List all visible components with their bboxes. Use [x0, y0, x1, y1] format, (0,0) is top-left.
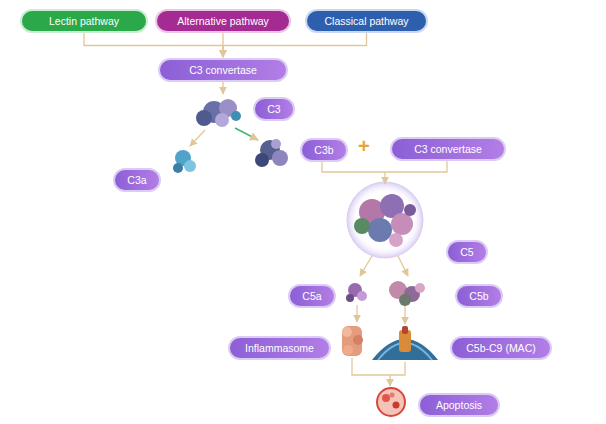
protein-pill: C3a	[113, 168, 161, 192]
complex-pill: C5b-C9 (MAC)	[450, 336, 552, 360]
outcome-pill: Inflammasome	[228, 336, 331, 360]
node-label: Alternative pathway	[169, 14, 277, 28]
node-label: C5b	[469, 289, 489, 303]
protein-pill: C5a	[288, 284, 336, 308]
node-label: C3 convertase	[172, 63, 274, 77]
node-label: Classical pathway	[319, 14, 414, 28]
pathway-pill: Lectin pathway	[20, 9, 148, 33]
enzyme-pill: C3 convertase	[390, 137, 506, 161]
node-label: C5	[460, 245, 474, 259]
node-label: C3 convertase	[404, 142, 492, 156]
protein-pill: C3	[253, 97, 295, 121]
flow-connector	[223, 33, 367, 57]
node-label: C5b-C9 (MAC)	[464, 341, 538, 355]
node-label: Lectin pathway	[34, 14, 134, 28]
flow-connector	[84, 33, 223, 57]
node-label: C3b	[314, 143, 334, 157]
plus-sign: +	[358, 136, 370, 156]
pathway-pill: Classical pathway	[305, 9, 428, 33]
node-label: C3	[267, 102, 281, 116]
pathway-pill: Alternative pathway	[155, 9, 291, 33]
node-label: Inflammasome	[242, 341, 317, 355]
outcome-pill: Apoptosis	[418, 393, 500, 417]
node-label: C5a	[302, 289, 322, 303]
enzyme-pill: C3 convertase	[158, 58, 288, 82]
node-label: C3a	[127, 173, 147, 187]
protein-pill: C5	[446, 240, 488, 264]
node-label: Apoptosis	[432, 398, 486, 412]
protein-pill: C3b	[300, 138, 348, 162]
protein-pill: C5b	[455, 284, 503, 308]
